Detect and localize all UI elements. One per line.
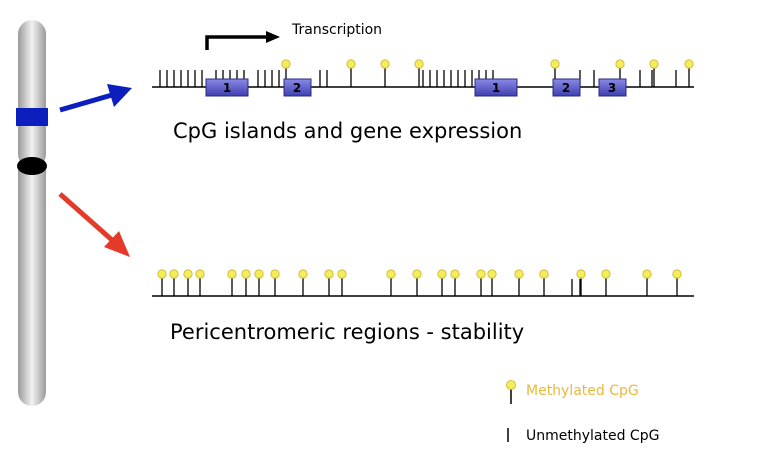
- methylated-cpg-mark: [241, 269, 251, 296]
- methylated-cpg-mark: [576, 269, 586, 296]
- exon-label: 1: [223, 81, 231, 95]
- exon-label: 1: [492, 81, 500, 95]
- methylated-cpg-mark: [487, 269, 497, 296]
- chromosome: [16, 20, 48, 406]
- legend-unmethylated-label: Unmethylated CpG: [526, 428, 660, 444]
- methylated-cpg-mark: [169, 269, 179, 296]
- exon-gene1-2: 2: [283, 78, 312, 97]
- exon-label: 2: [293, 81, 301, 95]
- methylated-cpg-mark: [649, 59, 659, 87]
- methylated-cpg-mark: [227, 269, 237, 296]
- chromosome-band: [16, 108, 48, 126]
- methylated-cpg-mark: [386, 269, 396, 296]
- exon-gene1-1: 1: [205, 78, 249, 97]
- methylated-cpg-mark: [254, 269, 264, 296]
- exon-gene2-1: 1: [474, 78, 518, 97]
- methylated-cpg-mark: [412, 269, 422, 296]
- methylated-cpg-mark: [672, 269, 682, 296]
- methylated-cpg-mark: [601, 269, 611, 296]
- transcription-label: Transcription: [292, 22, 383, 38]
- exon-gene2-2: 2: [552, 78, 581, 97]
- bottom-methylated-cpg-group: [157, 269, 682, 296]
- methylated-cpg-mark: [183, 269, 193, 296]
- methylated-cpg-mark: [380, 59, 390, 87]
- centromere: [17, 157, 47, 175]
- methylated-cpg-mark: [514, 269, 524, 296]
- methylated-cpg-mark: [324, 269, 334, 296]
- methylated-cpg-mark: [157, 269, 167, 296]
- blue-arrow: [59, 84, 132, 113]
- methylated-cpg-mark: [684, 59, 694, 87]
- legend-methylated-label: Methylated CpG: [526, 383, 639, 399]
- methylated-cpg-mark: [539, 269, 549, 296]
- methylated-cpg-mark: [437, 269, 447, 296]
- methylated-cpg-mark: [476, 269, 486, 296]
- exon-label: 2: [562, 81, 570, 95]
- red-arrow: [58, 192, 130, 257]
- chromosome-lower-arm: [18, 158, 46, 406]
- bottom-unmethylated-cpg-group: [571, 279, 581, 296]
- cpg-islands-caption: CpG islands and gene expression: [173, 119, 523, 143]
- legend-methylated-symbol: [506, 380, 516, 404]
- exon-label: 3: [608, 81, 616, 95]
- exon-gene2-3: 3: [598, 78, 627, 97]
- methylated-cpg-mark: [270, 269, 280, 296]
- transcription-arrow: [205, 31, 280, 50]
- methylated-cpg-mark: [195, 269, 205, 296]
- chromosome-upper-arm: [18, 20, 46, 168]
- methylated-cpg-mark: [414, 59, 424, 87]
- methylated-cpg-mark: [642, 269, 652, 296]
- methylated-cpg-mark: [450, 269, 460, 296]
- methylated-cpg-mark: [298, 269, 308, 296]
- methylated-cpg-mark: [346, 59, 356, 87]
- pericentromeric-caption: Pericentromeric regions - stability: [170, 320, 525, 344]
- top-methylated-cpg-group: [281, 59, 694, 87]
- methylated-cpg-mark: [337, 269, 347, 296]
